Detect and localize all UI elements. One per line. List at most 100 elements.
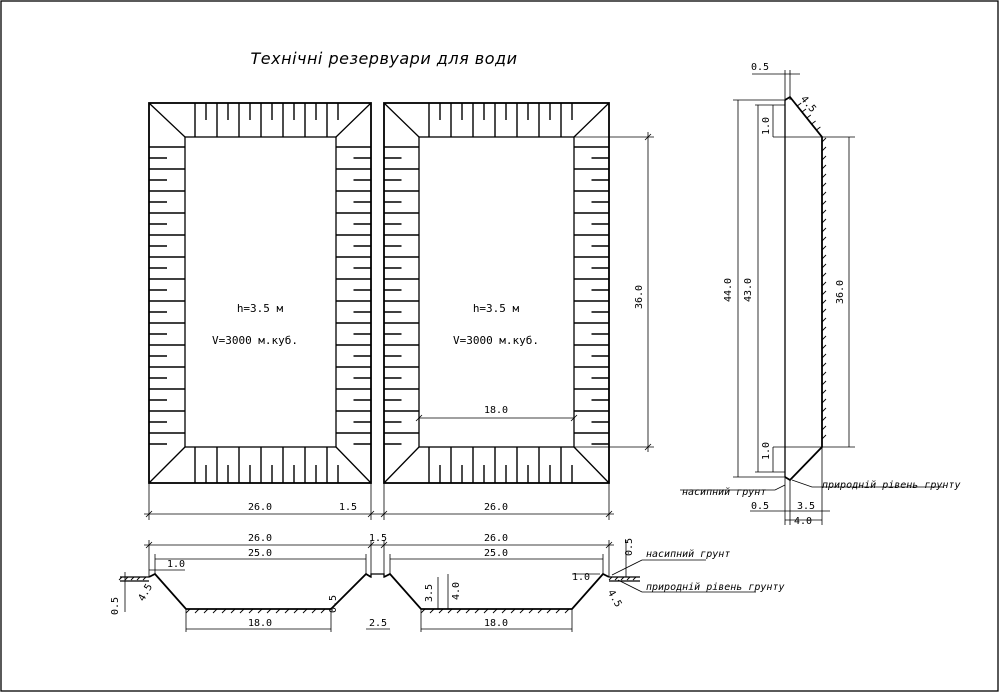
hatch-line bbox=[528, 608, 534, 614]
dim-section-fill-right: 0.5 bbox=[624, 538, 635, 556]
hatch-line bbox=[821, 272, 827, 278]
profile-ground-hatch bbox=[796, 102, 827, 440]
hatch-line bbox=[293, 608, 299, 614]
hatch-line bbox=[438, 608, 444, 614]
hatch-line bbox=[501, 608, 507, 614]
hatch-line bbox=[821, 146, 827, 152]
hatch-line bbox=[821, 434, 827, 440]
hatch-line bbox=[320, 608, 326, 614]
plan-right-outer-outline bbox=[383, 102, 610, 484]
plan-view-left: h=3.5 м V=3000 м.куб. bbox=[148, 102, 372, 484]
hatch-line bbox=[311, 608, 317, 614]
plan-left-outer-outline bbox=[148, 102, 372, 484]
hatch-line bbox=[474, 608, 480, 614]
dim-section-fill-mid: 0.5 bbox=[328, 595, 339, 613]
dim-profile-berm-bottom: 1.0 bbox=[761, 442, 772, 460]
hatch-line bbox=[456, 608, 462, 614]
note-natural-level: природній рівень грунту bbox=[822, 479, 960, 491]
hatch-line bbox=[537, 608, 543, 614]
hatch-line bbox=[821, 227, 827, 233]
hatch-line bbox=[230, 608, 236, 614]
dim-profile-bottom-a: 0.5 bbox=[751, 501, 769, 512]
hatch-line bbox=[821, 155, 827, 161]
hatch-line bbox=[239, 608, 245, 614]
dim-profile-total-length: 44.0 bbox=[723, 278, 734, 302]
dim-section-depth-b: 4.0 bbox=[451, 582, 462, 600]
hatch-line bbox=[483, 608, 489, 614]
hatch-line bbox=[564, 608, 570, 614]
dim-plan-width-right: 26.0 bbox=[484, 502, 508, 513]
hatch-line bbox=[821, 299, 827, 305]
hatch-line bbox=[510, 608, 516, 614]
dim-section-gap-bottom: 2.5 bbox=[369, 618, 387, 629]
longitudinal-profile: 0.5 4.5 44.0 43.0 1.0 1.0 36.0 0.5 3.5 4… bbox=[680, 62, 960, 527]
hatch-line bbox=[519, 608, 525, 614]
hatch-line bbox=[821, 182, 827, 188]
hatch-line bbox=[821, 326, 827, 332]
section-ground-hatch bbox=[118, 576, 637, 614]
hatch-line bbox=[821, 371, 827, 377]
hatch-line bbox=[221, 608, 227, 614]
dim-profile-mid-length: 43.0 bbox=[743, 278, 754, 302]
plan-view-right: h=3.5 м V=3000 м.куб. bbox=[383, 102, 610, 484]
tank-right-volume: V=3000 м.куб. bbox=[453, 334, 539, 347]
hatch-line bbox=[821, 218, 827, 224]
hatch-line bbox=[821, 290, 827, 296]
hatch-line bbox=[796, 102, 802, 107]
hatch-line bbox=[194, 608, 200, 614]
hatch-line bbox=[821, 173, 827, 179]
dim-section-berm-left: 1.0 bbox=[167, 559, 185, 570]
hatch-line bbox=[821, 380, 827, 386]
hatch-line bbox=[142, 576, 147, 581]
dim-section-mid-left: 25.0 bbox=[248, 548, 272, 559]
hatch-line bbox=[275, 608, 281, 614]
hatch-line bbox=[118, 576, 123, 581]
tank-right-height: h=3.5 м bbox=[473, 302, 520, 315]
hatch-line bbox=[821, 344, 827, 350]
hatch-line bbox=[203, 608, 209, 614]
dim-section-bottom-right: 18.0 bbox=[484, 618, 508, 629]
hatch-line bbox=[821, 263, 827, 269]
hatch-line bbox=[465, 608, 471, 614]
hatch-line bbox=[821, 191, 827, 197]
slope-ticks-right bbox=[384, 103, 609, 483]
dim-plan-inner-length: 36.0 bbox=[634, 285, 645, 309]
dim-section-depth-a: 3.5 bbox=[424, 584, 435, 602]
hatch-line bbox=[447, 608, 453, 614]
dim-section-mid-right: 25.0 bbox=[484, 548, 508, 559]
hatch-line bbox=[821, 398, 827, 404]
dim-plan-inner-width: 18.0 bbox=[484, 405, 508, 416]
hatch-line bbox=[302, 608, 308, 614]
hatch-line bbox=[632, 576, 637, 581]
hatch-line bbox=[821, 200, 827, 206]
plan-dimensions: 26.0 1.5 26.0 18.0 36.0 bbox=[144, 132, 654, 520]
dim-section-fill-left: 0.5 bbox=[110, 597, 121, 615]
slope-ticks-left bbox=[149, 103, 371, 483]
dim-section-gap-top: 1.5 bbox=[369, 533, 387, 544]
dim-section-berm-right: 1.0 bbox=[572, 572, 590, 583]
hatch-line bbox=[821, 335, 827, 341]
hatch-line bbox=[492, 608, 498, 614]
cross-section: 26.0 1.5 26.0 25.0 25.0 1.0 1.0 18.0 18.… bbox=[110, 533, 784, 632]
hatch-line bbox=[185, 608, 191, 614]
tank-left-height: h=3.5 м bbox=[237, 302, 284, 315]
hatch-line bbox=[821, 254, 827, 260]
drawing-title: Технічні резервуари для води bbox=[251, 49, 518, 68]
hatch-line bbox=[546, 608, 552, 614]
hatch-line bbox=[821, 353, 827, 359]
plan-left-inner-outline bbox=[184, 136, 337, 448]
dim-profile-bottom-c: 4.0 bbox=[794, 516, 812, 527]
note-fill-soil-right: насипний грунт bbox=[646, 548, 730, 560]
hatch-line bbox=[212, 608, 218, 614]
hatch-line bbox=[821, 245, 827, 251]
hatch-line bbox=[821, 407, 827, 413]
dim-plan-gap: 1.5 bbox=[339, 502, 357, 513]
hatch-line bbox=[626, 576, 631, 581]
hatch-line bbox=[124, 576, 129, 581]
hatch-line bbox=[821, 236, 827, 242]
hatch-line bbox=[821, 389, 827, 395]
hatch-line bbox=[614, 576, 619, 581]
hatch-line bbox=[555, 608, 561, 614]
